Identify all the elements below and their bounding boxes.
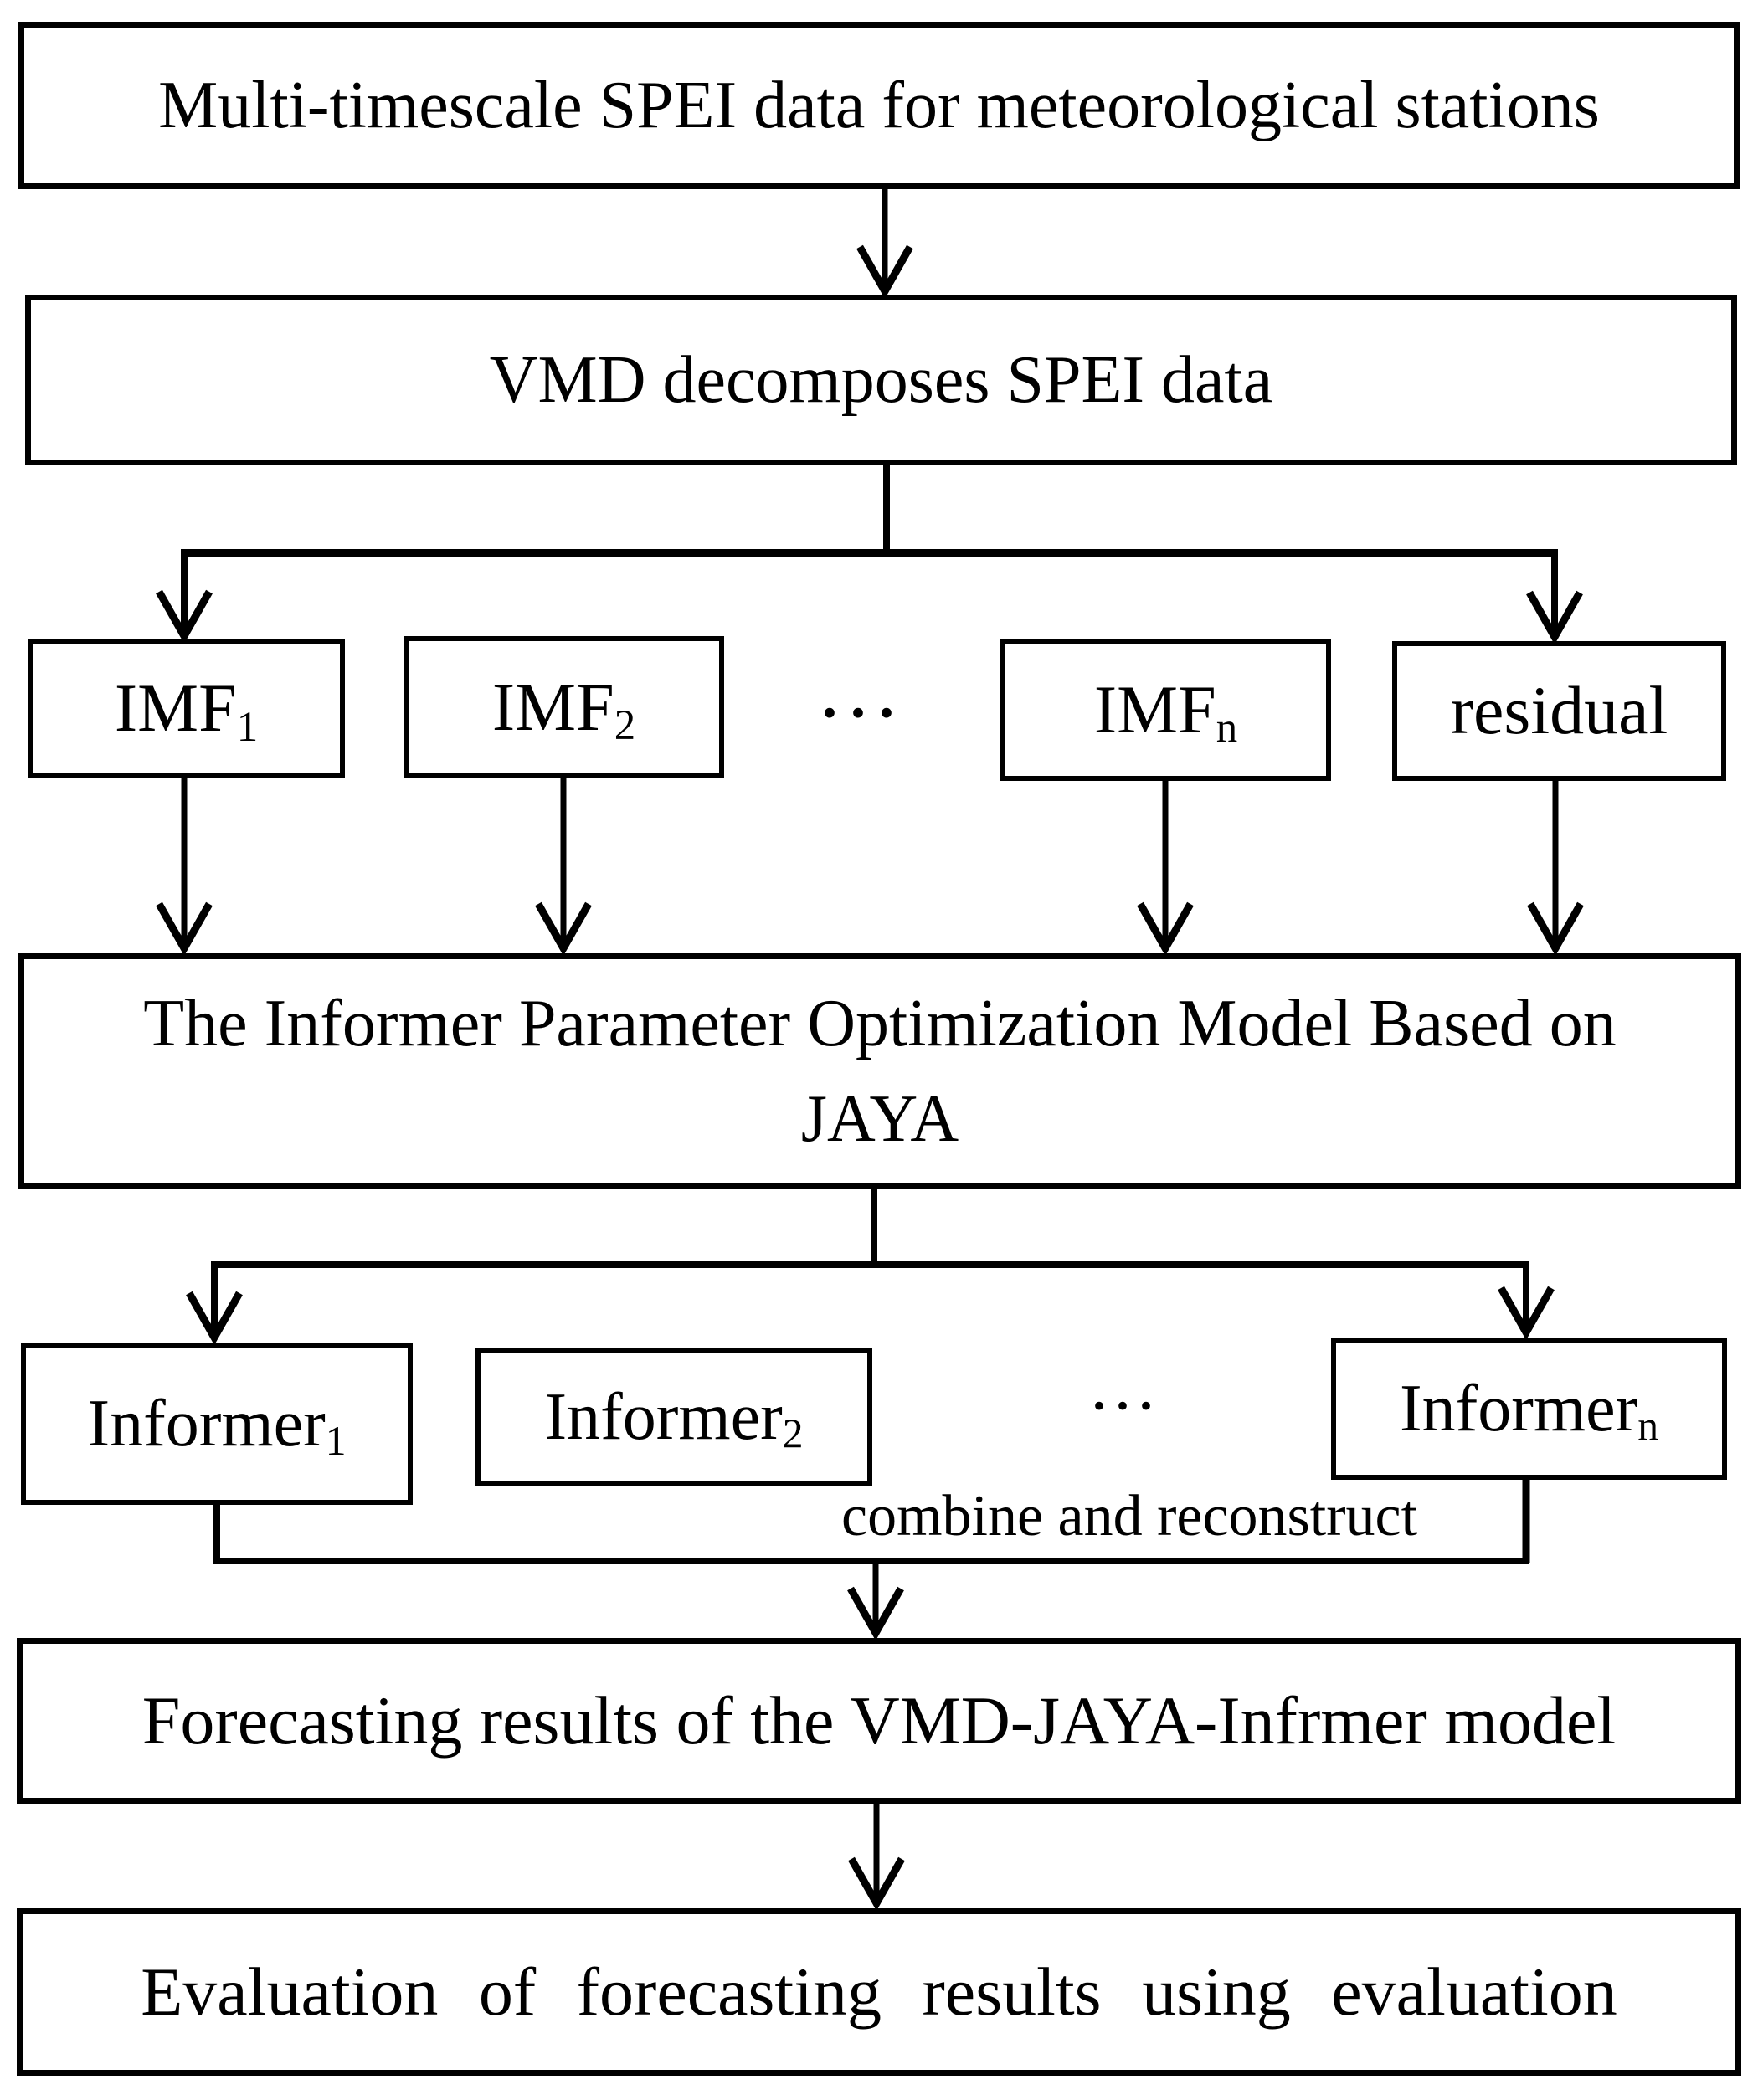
node-informer1-label: Informer1 — [87, 1387, 347, 1464]
arrow-imf2-to-optimizer — [535, 778, 592, 957]
node-informern-label: Informern — [1399, 1372, 1659, 1449]
imf-ellipsis: ··· — [819, 679, 906, 747]
arrow-branch-to-imf1 — [156, 549, 213, 644]
node-optimizer-line2: JAYA — [800, 1081, 959, 1156]
node-optimizer: The Informer Parameter Optimization Mode… — [18, 953, 1741, 1189]
node-vmd-label: VMD decomposes SPEI data — [489, 343, 1273, 417]
arrow-imf1-to-optimizer — [156, 778, 213, 957]
node-imf2: IMF2 — [404, 636, 724, 778]
node-imf1: IMF1 — [28, 639, 345, 778]
node-imf2-label: IMF2 — [491, 668, 636, 749]
informer-ellipsis: ··· — [1090, 1378, 1162, 1434]
node-informer1: Informer1 — [21, 1343, 413, 1505]
node-input-label: Multi-timescale SPEI data for meteorolog… — [158, 69, 1600, 142]
node-informer2: Informer2 — [475, 1348, 872, 1486]
node-forecast: Forecasting results of the VMD-JAYA-Infr… — [17, 1638, 1741, 1804]
node-evaluation: Evaluation of forecasting results using … — [17, 1908, 1741, 2076]
arrow-forecast-to-evaluation — [848, 1804, 905, 1912]
node-imf1-label: IMF1 — [114, 670, 259, 750]
arrow-branch-to-informern — [1498, 1261, 1555, 1341]
arrow-branch-to-informer1 — [186, 1261, 243, 1346]
node-evaluation-label: Evaluation of forecasting results using … — [141, 1953, 1617, 2030]
node-imfn: IMFn — [1000, 639, 1331, 781]
arrow-combine-to-forecast — [847, 1561, 904, 1641]
node-input: Multi-timescale SPEI data for meteorolog… — [18, 22, 1740, 189]
node-forecast-label: Forecasting results of the VMD-JAYA-Infr… — [141, 1682, 1617, 1759]
arrow-imfn-to-optimizer — [1137, 781, 1194, 957]
node-informern: Informern — [1331, 1338, 1727, 1480]
node-residual-label: residual — [1450, 672, 1668, 749]
arrow-residual-to-optimizer — [1527, 781, 1584, 957]
node-residual: residual — [1392, 641, 1726, 781]
node-informer2-label: Informer2 — [544, 1379, 804, 1457]
node-optimizer-line1: The Informer Parameter Optimization Mode… — [143, 986, 1617, 1060]
combine-reconstruct-label: combine and reconstruct — [841, 1484, 1418, 1548]
arrow-branch-to-residual — [1526, 549, 1583, 645]
node-imfn-label: IMFn — [1093, 670, 1238, 752]
arrow-input-to-vmd — [856, 189, 913, 300]
node-vmd: VMD decomposes SPEI data — [25, 295, 1737, 465]
